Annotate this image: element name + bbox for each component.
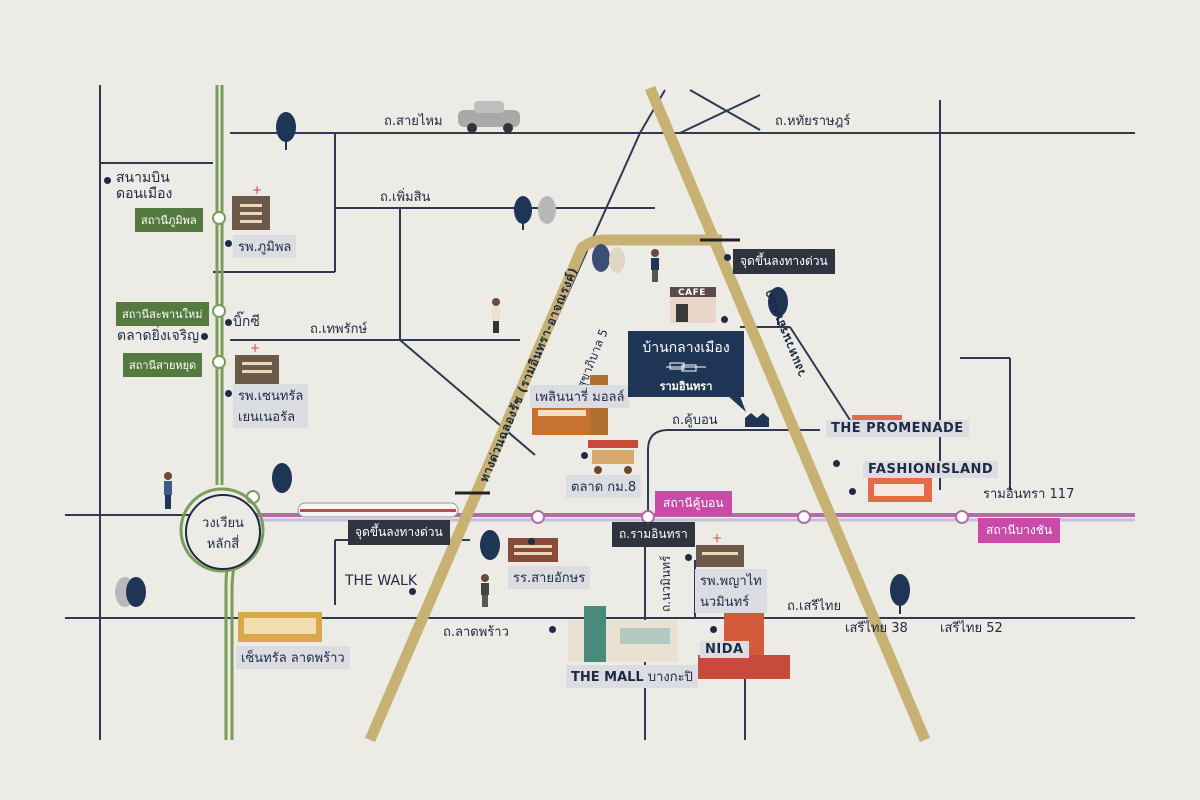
building-illustrations: + + + [232, 183, 932, 679]
road-label-lat-phrao: ถ.ลาดพร้าว [443, 625, 509, 640]
lak-si-circle: วงเวียน หลักสี่ [185, 494, 261, 570]
place-nida: NIDA [700, 641, 749, 658]
road-label-thep-harak: ถ.เทพรักษ์ [310, 322, 368, 337]
place-central-general-hospital: รพ.เซนทรัล เยนเนอรัล [233, 384, 309, 428]
place-central-ladprao: เซ็นทรัล ลาดพร้าว [236, 646, 350, 669]
train-icon [297, 502, 459, 518]
svg-text:+: + [252, 183, 262, 197]
road-label-phoem-sin: ถ.เพิ่มสิน [380, 190, 431, 205]
station-bhumibol: สถานีภูมิพล [135, 208, 203, 232]
promenade-dot [833, 460, 840, 467]
fashion-dot [849, 488, 856, 495]
tree-icon [115, 112, 910, 614]
hospital-dot [225, 240, 232, 247]
lak-si-circle-label: วงเวียน หลักสี่ [202, 516, 244, 552]
airport-dot [104, 177, 111, 184]
place-the-walk: THE WALK [345, 573, 418, 589]
expressway-point-south: จุดขึ้นลงทางด่วน [348, 520, 450, 545]
market-dot [201, 333, 208, 340]
station-saphan-mai: สถานีสะพานใหม่ [116, 302, 209, 326]
place-bhumibol-hospital: รพ.ภูมิพล [233, 235, 297, 258]
project-logo-icon [666, 362, 706, 372]
place-sai-aksorn-school: รร.สายอักษร [508, 566, 591, 589]
home-icon [745, 413, 769, 427]
place-airport: สนามบิน ดอนเมือง [116, 170, 173, 203]
road-tag-ram-intra: ถ.รามอินทรา [612, 522, 695, 547]
place-plearnary-mall: เพลินนารี่ มอลล์ [530, 385, 630, 408]
place-yingcharoen-market: ตลาดยิ่งเจริญ [117, 328, 200, 344]
station-marker [955, 510, 969, 524]
station-sai-yut: สถานีสายหยุด [123, 353, 203, 377]
cafe-sign: CAFE [678, 288, 706, 298]
road-label-ram-intra-117: รามอินทรา 117 [983, 487, 1075, 502]
nida-dot [710, 626, 717, 633]
bigc-dot [225, 319, 232, 326]
road-label-serithai-38: เสรีไทย 38 [845, 621, 908, 636]
highway-outer-ring [644, 85, 931, 743]
station-marker [531, 510, 545, 524]
km8-dot [581, 452, 588, 459]
svg-text:+: + [712, 531, 722, 545]
the-mall-branch: บางกะปิ [647, 670, 693, 685]
road-label-sai-mai: ถ.สายไหม [384, 114, 443, 129]
project-pointer [728, 396, 746, 412]
station-khu-bon: สถานีคู้บอน [655, 491, 732, 516]
themall-dot [549, 626, 556, 633]
the-mall-name: THE MALL [571, 670, 644, 685]
place-the-promenade: THE PROMENADE [826, 420, 969, 437]
road-label-serithai: ถ.เสรีไทย [787, 599, 842, 614]
project-name: บ้านกลางเมือง [642, 340, 730, 356]
thewalk-dot [409, 588, 416, 595]
phyathai-dot [685, 554, 692, 561]
road-label-ku-bon: ถ.คู้บอน [672, 413, 718, 428]
road-label-nawamin: ถ.นวมินทร์ [659, 555, 673, 613]
highway-chalong-rat [364, 234, 722, 743]
project-sub: รามอินทรา [659, 380, 713, 393]
road-label-serithai-52: เสรีไทย 52 [940, 621, 1003, 636]
person-icon [164, 249, 659, 607]
place-big-c: บิ๊กซี [233, 314, 260, 330]
road-label-hathai-rat: ถ.หทัยราษฎร์ [775, 114, 851, 129]
station-bang-chan: สถานีบางชัน [978, 518, 1061, 543]
car-icon [458, 101, 520, 133]
place-the-mall: THE MALL บางกะปิ [566, 665, 698, 688]
svg-text:+: + [250, 341, 260, 355]
place-phyathai-hospital: รพ.พญาไท นวมินทร์ [695, 569, 767, 613]
expressway-point-north: จุดขึ้นลงทางด่วน [733, 249, 835, 274]
school-dot [528, 538, 535, 545]
station-marker [797, 510, 811, 524]
place-km8-market: ตลาด กม.8 [566, 475, 642, 498]
project-marker-box[interactable]: บ้านกลางเมือง รามอินทรา [628, 331, 744, 397]
cafe-dot [721, 316, 728, 323]
expressway-dot [724, 254, 731, 261]
place-fashion-island: FASHIONISLAND [863, 461, 999, 478]
hospital2-dot [225, 390, 232, 397]
